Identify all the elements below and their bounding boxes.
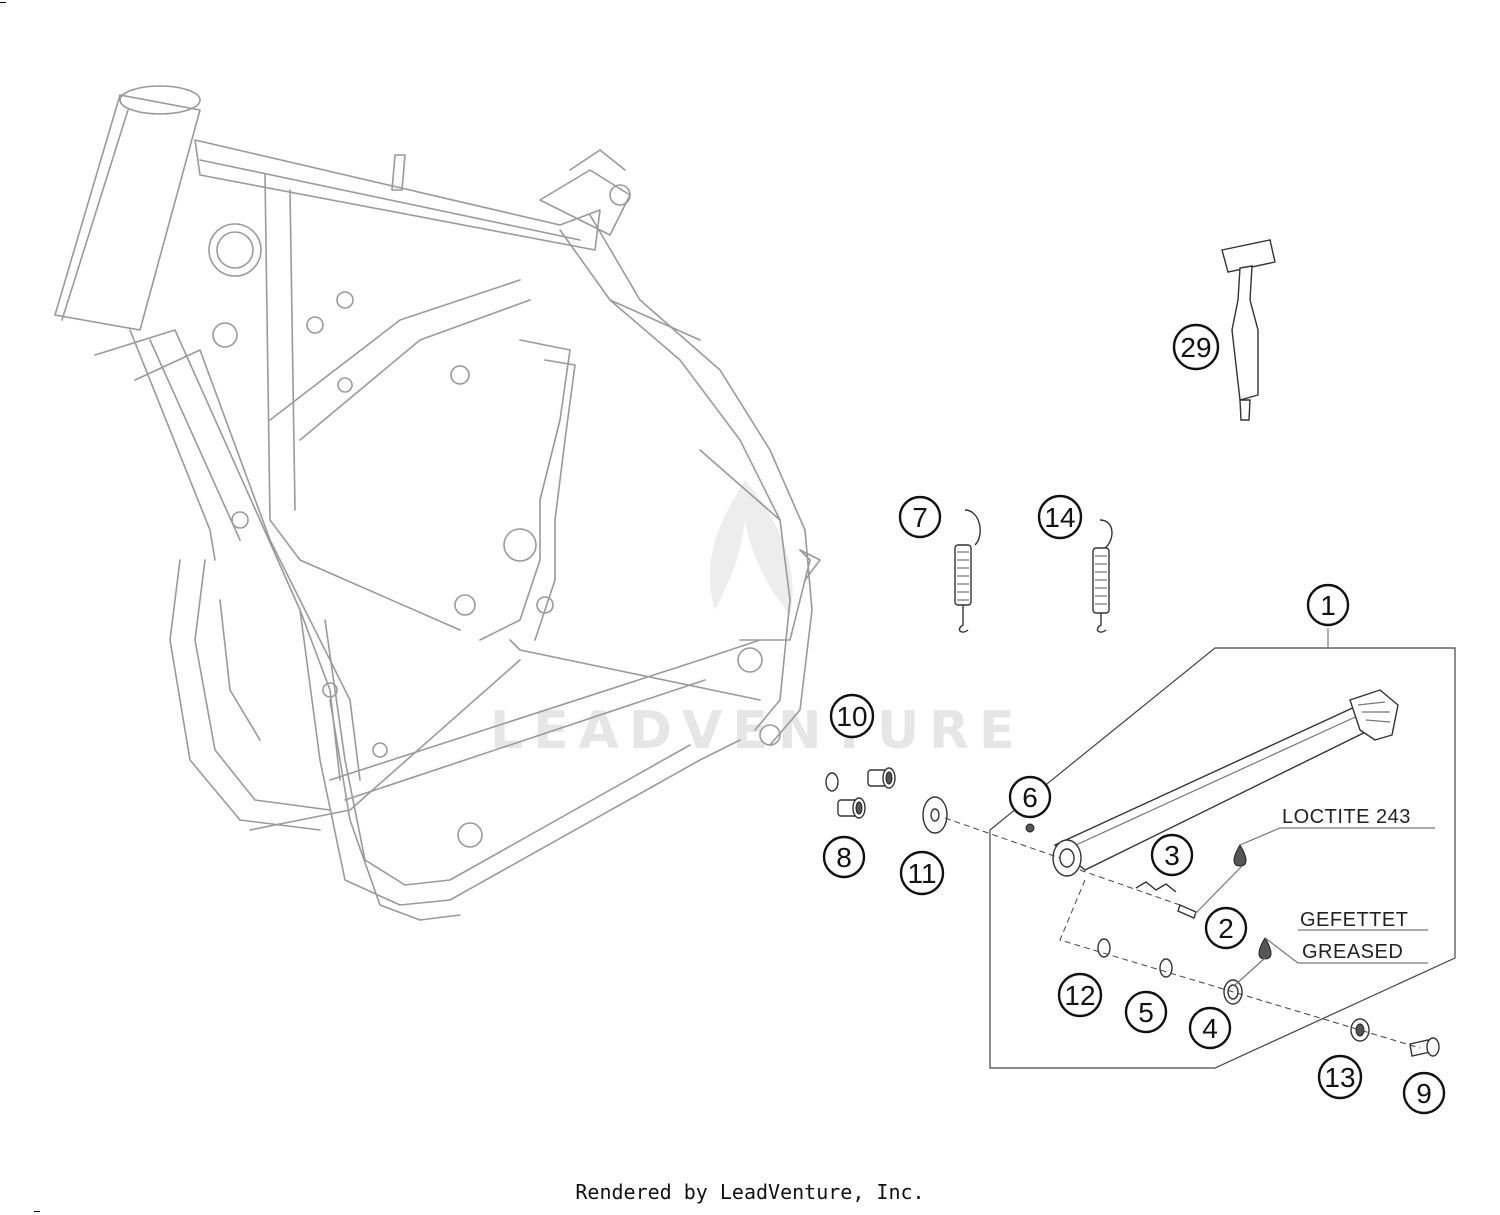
bolt-8	[837, 797, 866, 819]
callout-6[interactable]: 6	[1008, 775, 1052, 819]
bolt-9	[1409, 1037, 1440, 1057]
note-loctite: LOCTITE 243	[1282, 806, 1411, 828]
callout-label: 1	[1320, 590, 1336, 621]
callout-label: 4	[1202, 1013, 1218, 1044]
callout-label: 14	[1044, 502, 1075, 533]
ring-5	[1159, 958, 1173, 978]
grease-drop-icon	[1258, 937, 1272, 960]
bolt-upper	[867, 767, 896, 789]
callout-4[interactable]: 4	[1188, 1006, 1232, 1050]
callout-label: 7	[912, 502, 928, 533]
note-gefettet: GEFETTET	[1300, 909, 1408, 931]
callout-label: 8	[836, 842, 852, 873]
loctite-drop-icon	[1233, 844, 1247, 867]
callout-7[interactable]: 7	[898, 495, 942, 539]
callout-14[interactable]: 14	[1037, 494, 1083, 540]
callout-label: 13	[1324, 1062, 1355, 1093]
callout-label: 3	[1164, 840, 1180, 871]
callout-12[interactable]: 12	[1057, 972, 1103, 1018]
spring-7	[954, 509, 981, 633]
frame-drawing	[54, 85, 821, 921]
screw-2	[1177, 904, 1197, 919]
callout-10[interactable]: 10	[829, 693, 875, 739]
tool-29	[1221, 239, 1276, 421]
grease-nipple-6	[1025, 823, 1035, 833]
callout-11[interactable]: 11	[899, 850, 945, 896]
side-stand	[1052, 689, 1399, 877]
footer-credit: Rendered by LeadVenture, Inc.	[575, 1180, 925, 1204]
callout-29[interactable]: 29	[1172, 323, 1220, 371]
ring-10	[825, 772, 839, 792]
note-greased: GREASED	[1302, 941, 1403, 963]
ring-12	[1097, 938, 1111, 958]
callout-label: 12	[1064, 980, 1095, 1011]
nut-13	[1350, 1018, 1370, 1042]
clip-3	[1135, 881, 1177, 893]
spring-14	[1092, 519, 1113, 633]
washer-11	[922, 796, 948, 834]
hardware	[825, 767, 1440, 1057]
callout-2[interactable]: 2	[1204, 906, 1248, 950]
callout-label: 11	[907, 858, 936, 889]
callout-8[interactable]: 8	[822, 835, 866, 879]
callout-label: 2	[1218, 913, 1234, 944]
callout-label: 10	[836, 701, 867, 732]
callout-1[interactable]: 1	[1306, 583, 1350, 627]
watermark: LEADVENTURE	[490, 480, 1025, 761]
callout-13[interactable]: 13	[1317, 1054, 1363, 1100]
watermark-flame-icon	[709, 480, 793, 615]
callout-label: 29	[1180, 332, 1211, 363]
callout-label: 5	[1138, 997, 1154, 1028]
corner-mark-bottom	[34, 1211, 40, 1212]
kit-outline	[989, 647, 1456, 1069]
callout-3[interactable]: 3	[1150, 833, 1194, 877]
assembly-lines	[944, 817, 1435, 1049]
callout-9[interactable]: 9	[1402, 1071, 1446, 1115]
corner-mark-top	[0, 2, 6, 3]
callout-label: 6	[1022, 782, 1038, 813]
callout-5[interactable]: 5	[1124, 990, 1168, 1034]
callout-label: 9	[1416, 1078, 1432, 1109]
watermark-text: LEADVENTURE	[490, 701, 1025, 761]
